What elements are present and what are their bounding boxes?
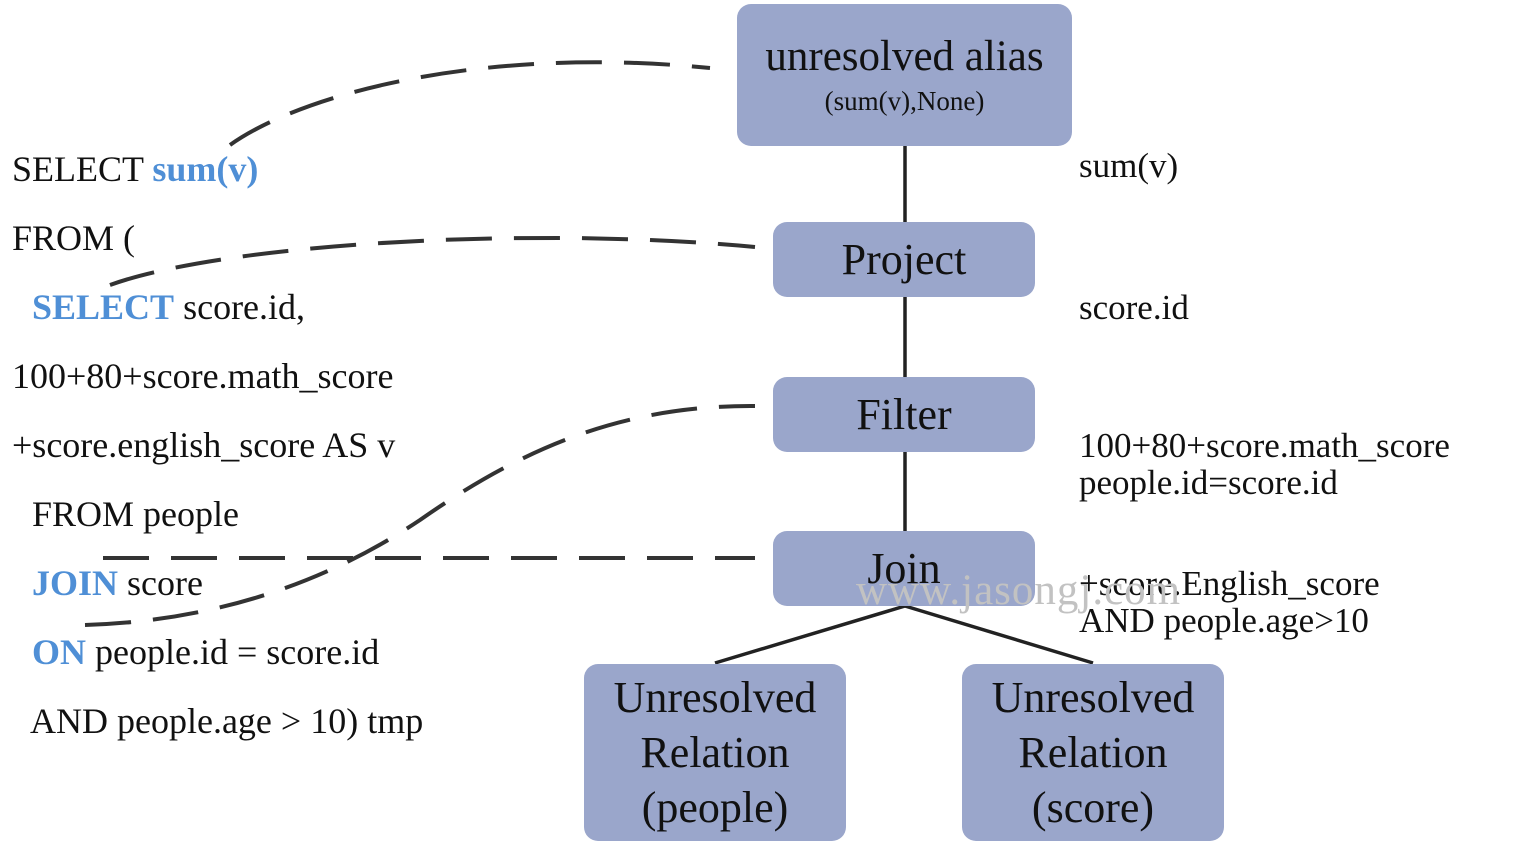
filter-node: Filter [773,377,1035,452]
unresolved-alias-title: unresolved alias [765,33,1044,80]
sql-line-1: SELECT sum(v) [12,149,259,189]
relation-score-line1: Unresolved [991,673,1195,722]
dashed-link-filter [84,403,756,627]
unresolved-relation-people-node: Unresolved Relation (people) [584,664,846,841]
sql-line-9: AND people.age > 10) tmp [30,701,424,741]
watermark: www.jasongj.com [856,567,1182,614]
dashed-link-alias [228,60,711,147]
unresolved-alias-node: unresolved alias (sum(v),None) [737,4,1072,146]
project-annotation-line: score.id [1079,288,1189,327]
filter-annotation-line: people.id=score.id [1079,463,1338,502]
sql-line-4: 100+80+score.math_score [12,356,394,396]
relation-people-line1: Unresolved [613,673,817,722]
join-node: Join [773,531,1035,606]
relation-people-line2: Relation [640,728,790,777]
sql-line-3: SELECT score.id, [32,287,306,327]
project-annotation-line: +score.English_score [1079,564,1380,603]
project-annotation-line: 100+80+score.math_score [1079,426,1450,465]
sql-line-5: +score.english_score AS v [12,425,396,465]
relation-score-line3: (score) [1031,783,1155,832]
join-label: Join [867,544,941,593]
sql-line-7: JOIN score [32,563,203,603]
project-label: Project [841,235,967,284]
relation-people-line3: (people) [641,783,789,832]
project-annotation: score.id 100+80+score.math_score +score.… [1079,193,1450,653]
relation-score-line2: Relation [1018,728,1168,777]
dashed-link-project [109,235,756,287]
project-node: Project [773,222,1035,297]
sql-line-2: FROM ( [12,218,136,258]
sql-line-8: ON people.id = score.id [32,632,380,672]
alias-annotation-line: sum(v) [1079,146,1179,185]
filter-annotation-line: AND people.age>10 [1079,601,1369,640]
sql-line-6: FROM people [32,494,239,534]
alias-annotation: sum(v) [1079,51,1178,235]
edge-join-relation-score [904,604,1094,665]
unresolved-alias-subtitle: (sum(v),None) [824,86,985,116]
edge-join-relation-people [714,604,906,665]
filter-annotation: people.id=score.id AND people.age>10 [1079,368,1369,690]
filter-label: Filter [856,390,952,439]
unresolved-relation-score-node: Unresolved Relation (score) [962,664,1224,841]
